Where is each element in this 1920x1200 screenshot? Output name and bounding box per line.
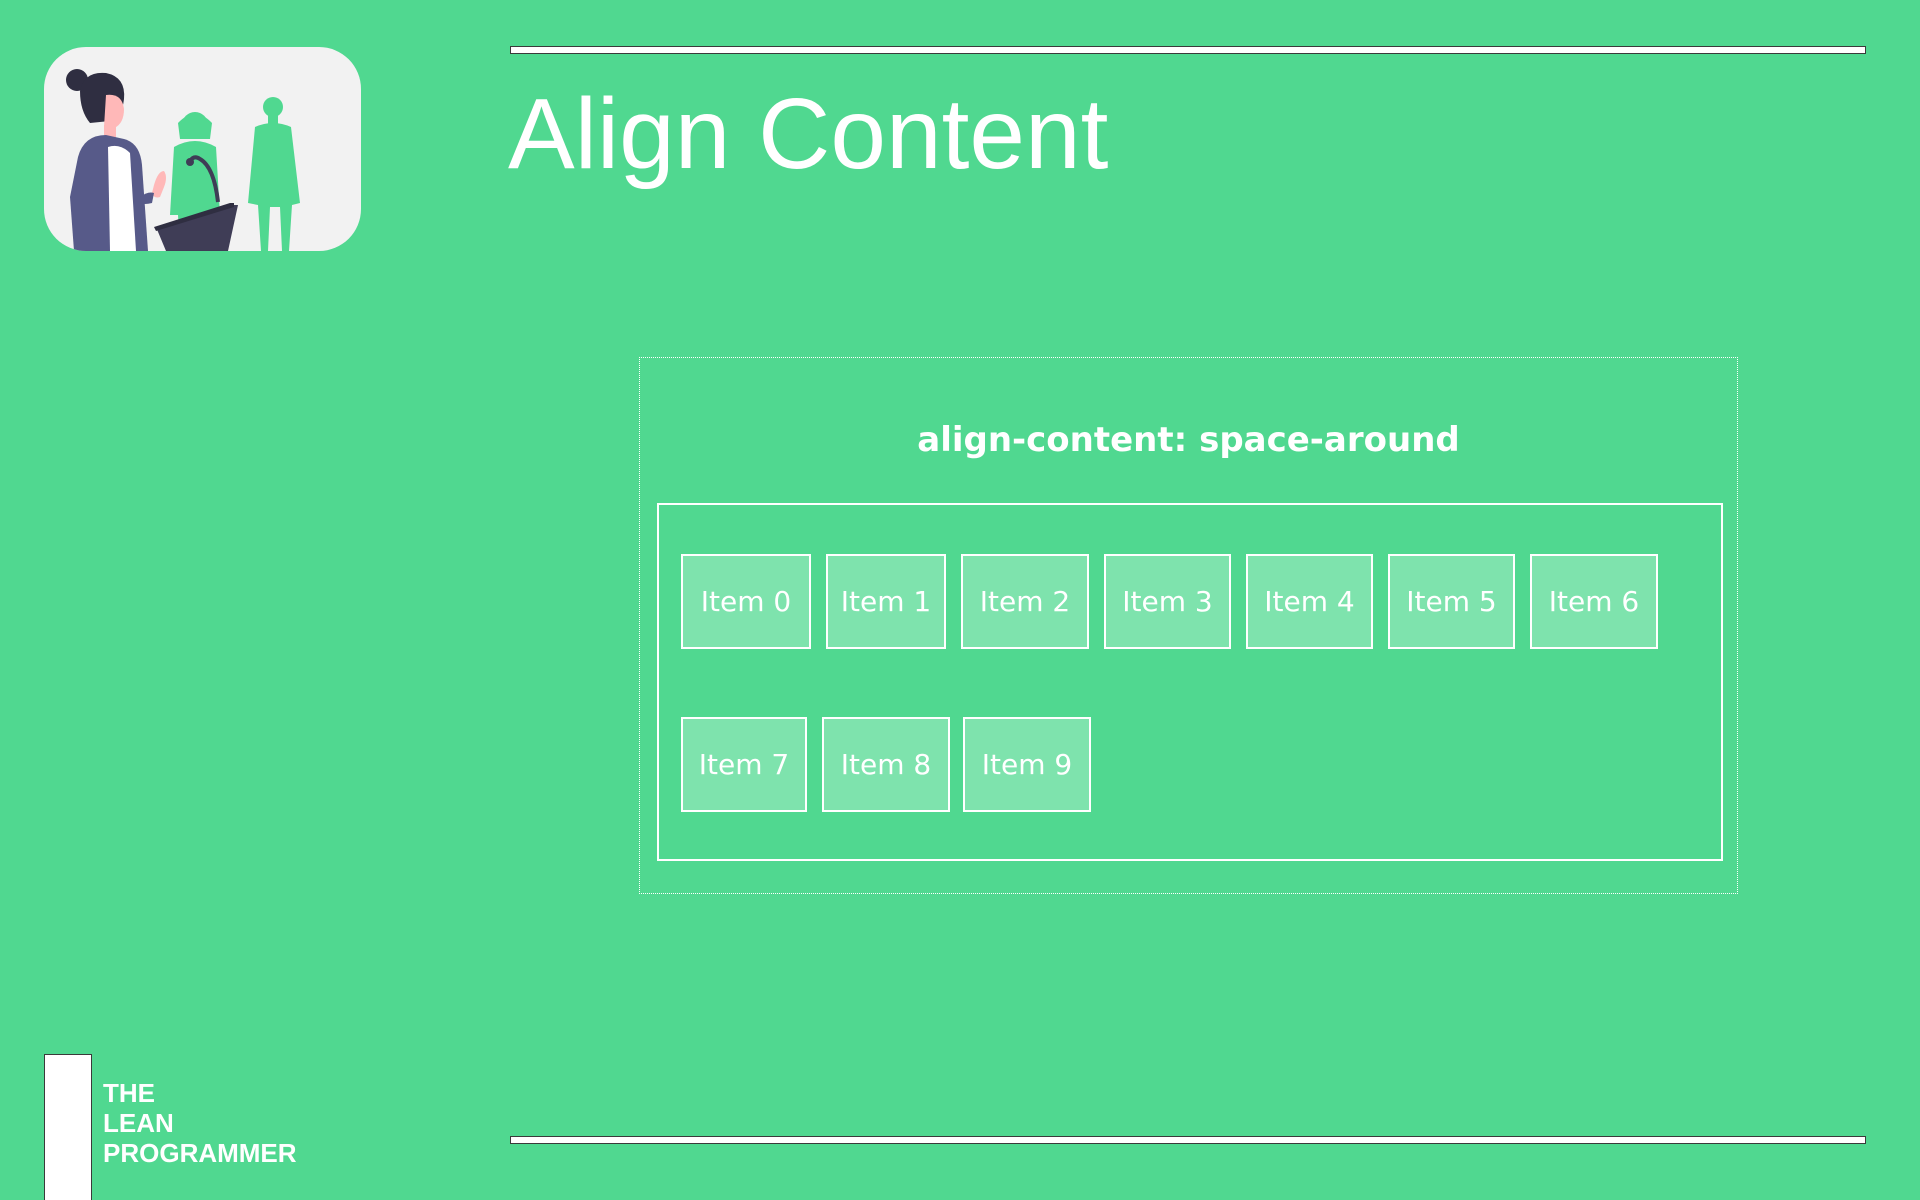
presenter-illustration [44,47,361,251]
flex-item: Item 5 [1388,554,1515,649]
demo-frame: align-content: space-around Item 0 Item … [639,357,1738,894]
flex-item: Item 9 [963,717,1091,812]
brand-logo-text: THE LEAN PROGRAMMER [103,1078,297,1168]
top-divider [510,46,1866,54]
flex-container: Item 0 Item 1 Item 2 Item 3 Item 4 Item … [657,503,1723,861]
brand-line: THE [103,1078,155,1108]
page-title: Align Content [508,78,1109,190]
brand-line: PROGRAMMER [103,1138,297,1168]
demo-caption: align-content: space-around [917,420,1460,460]
brand-line: LEAN [103,1108,174,1138]
flex-item: Item 1 [826,554,946,649]
flex-item: Item 3 [1104,554,1231,649]
flex-item: Item 8 [822,717,950,812]
flex-item: Item 4 [1246,554,1373,649]
flex-item: Item 2 [961,554,1089,649]
brand-bar [44,1054,92,1200]
flex-item: Item 7 [681,717,807,812]
flex-item: Item 0 [681,554,811,649]
bottom-divider [510,1136,1866,1144]
flex-item: Item 6 [1530,554,1658,649]
presenter-at-podium-icon [66,69,300,251]
